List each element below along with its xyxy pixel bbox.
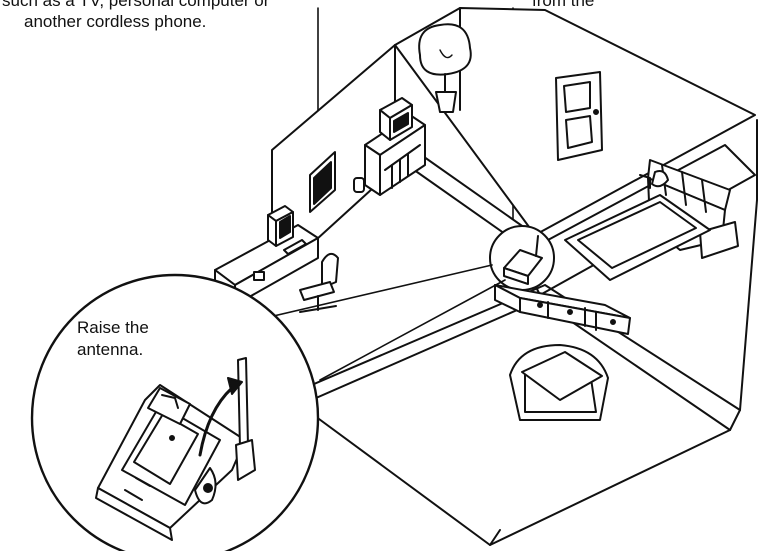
- caption-top-right-fragment: from the: [532, 0, 594, 11]
- callout-label-line1: Raise the: [77, 317, 149, 338]
- caption-interference-line2: another cordless phone.: [24, 11, 206, 32]
- callout-label-line2: antenna.: [77, 339, 143, 360]
- armchair: [510, 345, 608, 420]
- caption-interference-line1: such as a TV, personal computer or: [2, 0, 269, 11]
- door: [556, 72, 602, 160]
